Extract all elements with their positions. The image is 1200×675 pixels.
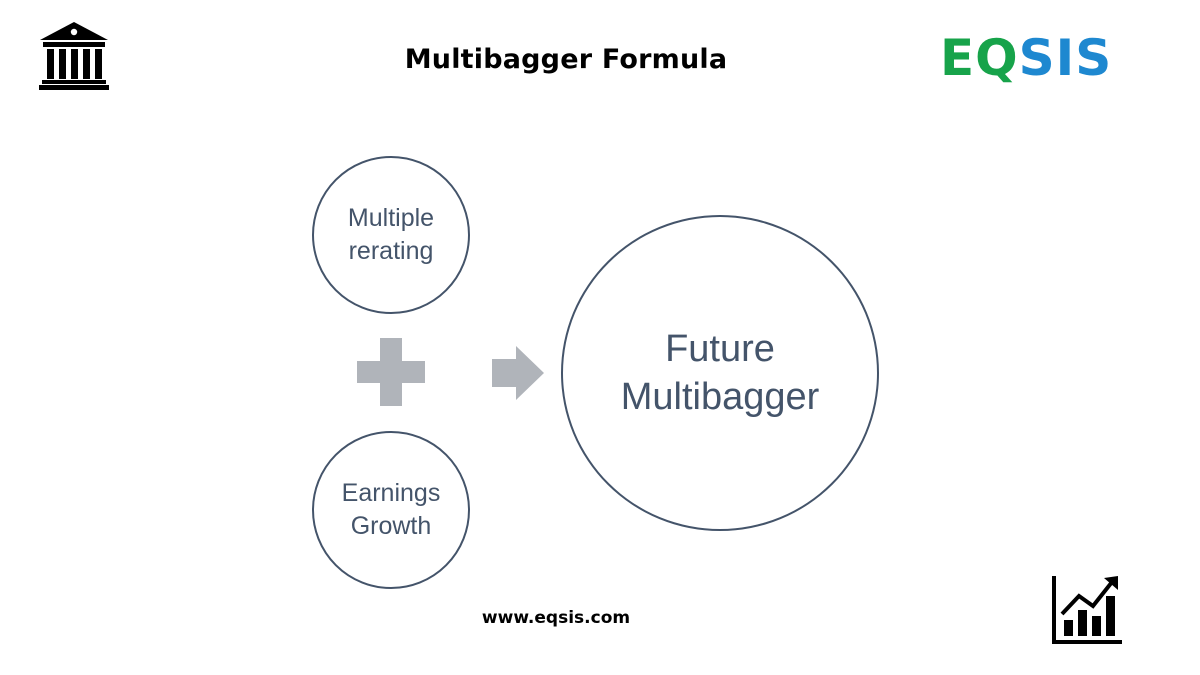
result-label: Future Multibagger — [620, 328, 820, 418]
page-title: Multibagger Formula — [404, 44, 728, 75]
logo-text-blue: SIS — [1018, 29, 1113, 87]
input-circle-earnings-growth: Earnings Growth — [312, 431, 470, 589]
input-label: Earnings Growth — [341, 479, 441, 540]
input-label: Multiple rerating — [347, 204, 435, 265]
logo-text-green: EQ — [940, 29, 1019, 87]
input-circle-multiple-rerating: Multiple rerating — [312, 156, 470, 314]
website-url: www.eqsis.com — [481, 608, 631, 628]
result-circle-future-multibagger: Future Multibagger — [561, 215, 879, 531]
arrow-right-icon — [492, 346, 544, 400]
growth-chart-icon — [1052, 576, 1122, 644]
plus-icon — [357, 338, 425, 406]
bank-building-icon — [39, 22, 109, 90]
eqsis-logo: EQSIS — [940, 28, 1130, 88]
